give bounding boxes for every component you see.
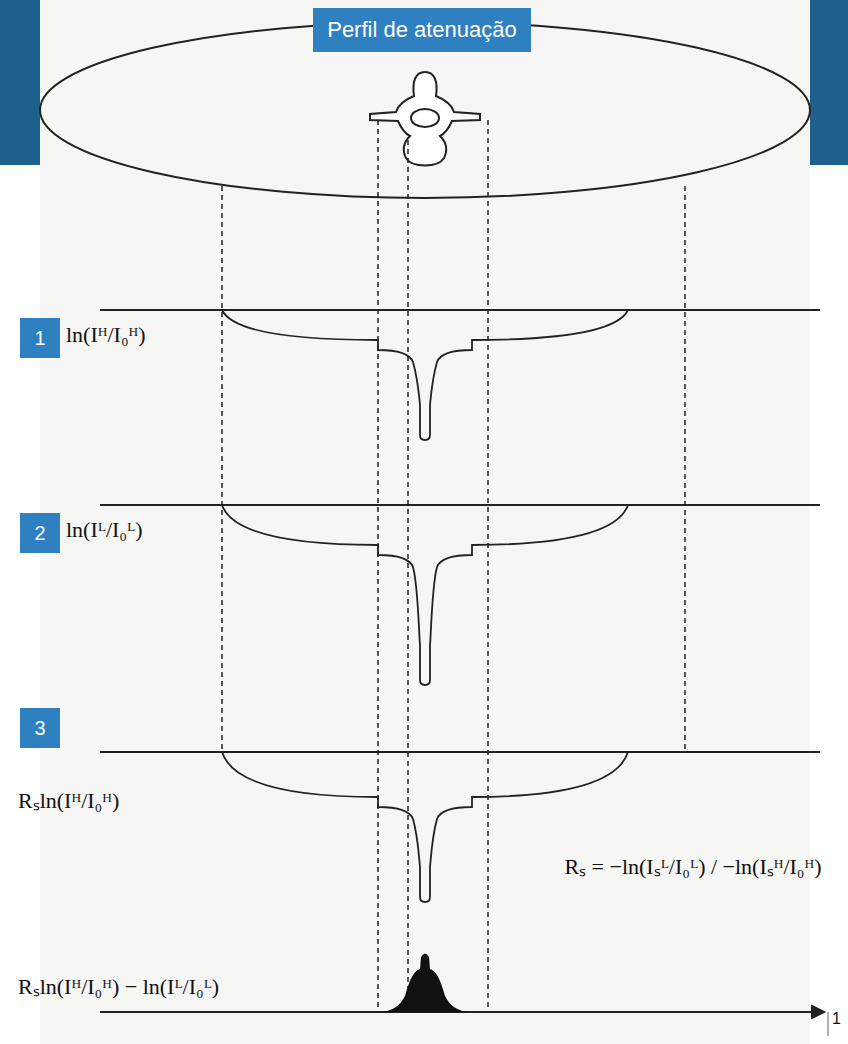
title-box: Perfil de atenuação [313, 8, 531, 52]
formula-label-box: Rₛln(Iᴴ/I₀ᴴ) [18, 784, 119, 814]
attenuation-profile [222, 752, 425, 902]
step-number-box: 2 [20, 513, 60, 553]
formula-label: ln(Iᴴ/I₀ᴴ) [66, 322, 146, 347]
formula-label-box: Rₛln(Iᴴ/I₀ᴴ) − ln(Iᴸ/I₀ᴸ) [18, 970, 219, 1000]
formula-label-box: ln(Iᴸ/I₀ᴸ) [66, 517, 143, 543]
page-number: 1 [832, 1010, 841, 1027]
formula-label: Rₛ = −ln(Iₛᴸ/I₀ᴸ) / −ln(Iₛᴴ/I₀ᴴ) [564, 854, 821, 879]
formula-label: Rₛln(Iᴴ/I₀ᴴ) − ln(Iᴸ/I₀ᴸ) [18, 974, 219, 999]
step-number-box: 1 [20, 318, 60, 358]
difference-profile [378, 954, 472, 1013]
formula-label-box: Rₛ = −ln(Iₛᴸ/I₀ᴸ) / −ln(Iₛᴴ/I₀ᴴ) [548, 852, 838, 883]
attenuation-profile [222, 310, 425, 440]
step-number: 3 [34, 717, 45, 740]
spinal-canal [411, 109, 439, 127]
page-number-box: 1 [832, 1010, 841, 1028]
guide-dashed-line [221, 186, 223, 752]
step-number-box: 3 [20, 708, 60, 748]
guide-dashed-line [684, 186, 686, 752]
guide-dashed-line [407, 140, 409, 1012]
profile-axis [100, 309, 820, 311]
profile-axis [100, 504, 820, 506]
attenuation-profile [425, 505, 628, 685]
step-number: 2 [34, 522, 45, 545]
guide-dashed-line [377, 120, 379, 1012]
attenuation-profile [425, 752, 628, 902]
guide-dashed-line [487, 120, 489, 1012]
formula-label: ln(Iᴸ/I₀ᴸ) [66, 517, 143, 542]
vertebra-symbol [370, 72, 480, 166]
formula-label-box: ln(Iᴴ/I₀ᴴ) [66, 322, 146, 348]
profile-axis [100, 751, 820, 753]
axis-arrowhead [812, 1006, 824, 1018]
title-text: Perfil de atenuação [327, 17, 517, 43]
attenuation-profile [425, 310, 628, 440]
page-separator [828, 1012, 829, 1036]
formula-label: Rₛln(Iᴴ/I₀ᴴ) [18, 788, 119, 813]
step-number: 1 [34, 327, 45, 350]
attenuation-profile [222, 505, 425, 685]
figure-ground [40, 0, 810, 1044]
